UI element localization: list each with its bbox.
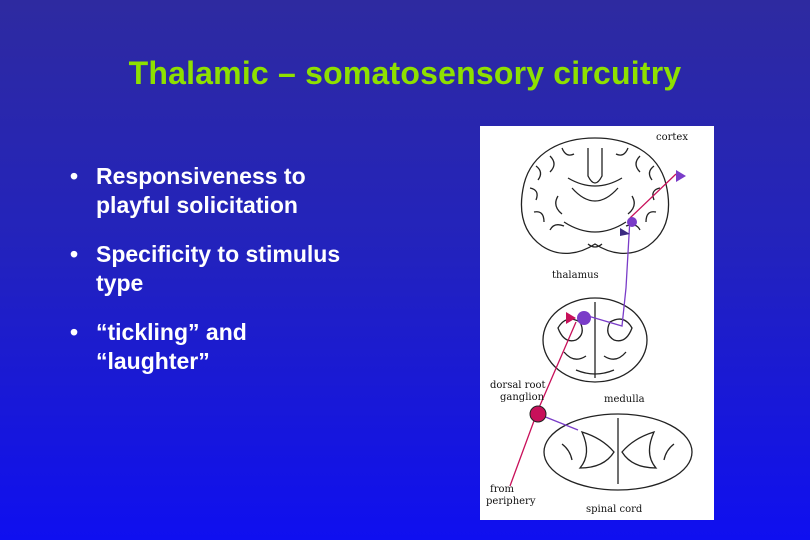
bullet-text-line: “tickling” and <box>96 319 247 345</box>
spinal-cord-section <box>543 413 693 491</box>
medulla-neuron-marker <box>577 311 591 325</box>
label-from: from <box>490 484 515 495</box>
medulla-section <box>542 297 648 383</box>
bullet-text-line: Responsiveness to <box>96 163 306 189</box>
bullet-text-line: Specificity to stimulus <box>96 241 341 267</box>
medulla-terminal-marker <box>566 312 576 324</box>
circuit-diagram: cortex thalamus dorsal root ganglion med… <box>480 126 714 520</box>
slide-title: Thalamic – somatosensory circuitry <box>128 55 682 91</box>
brain-section <box>520 137 670 254</box>
bullet-item: • “tickling” and “laughter” <box>70 318 450 376</box>
label-medulla: medulla <box>604 394 645 405</box>
cortex-neuron-marker <box>676 170 686 182</box>
circuit-diagram-svg: cortex thalamus dorsal root ganglion med… <box>486 132 693 515</box>
bullet-text-line: type <box>96 270 144 296</box>
label-dorsal-root: dorsal root <box>490 380 546 391</box>
bullet-item: • Responsiveness to playful solicitation <box>70 162 450 220</box>
label-thalamus: thalamus <box>552 270 599 281</box>
ganglion-cell-marker <box>529 405 547 423</box>
thalamus-neuron-marker <box>627 217 637 227</box>
neuron-markers <box>529 170 686 423</box>
label-ganglion: ganglion <box>500 392 545 403</box>
thalamus-terminal-marker <box>620 228 630 236</box>
bullet-dot: • <box>70 319 79 345</box>
label-spinal-cord: spinal cord <box>586 504 643 515</box>
bullet-list: • Responsiveness to playful solicitation… <box>70 162 450 396</box>
bullet-text-line: “laughter” <box>96 348 210 374</box>
bullet-text-line: playful solicitation <box>96 192 298 218</box>
bullet-dot: • <box>70 163 79 189</box>
label-periphery: periphery <box>486 496 536 507</box>
bullet-item: • Specificity to stimulus type <box>70 240 450 298</box>
label-cortex: cortex <box>656 132 688 143</box>
bullet-dot: • <box>70 241 79 267</box>
